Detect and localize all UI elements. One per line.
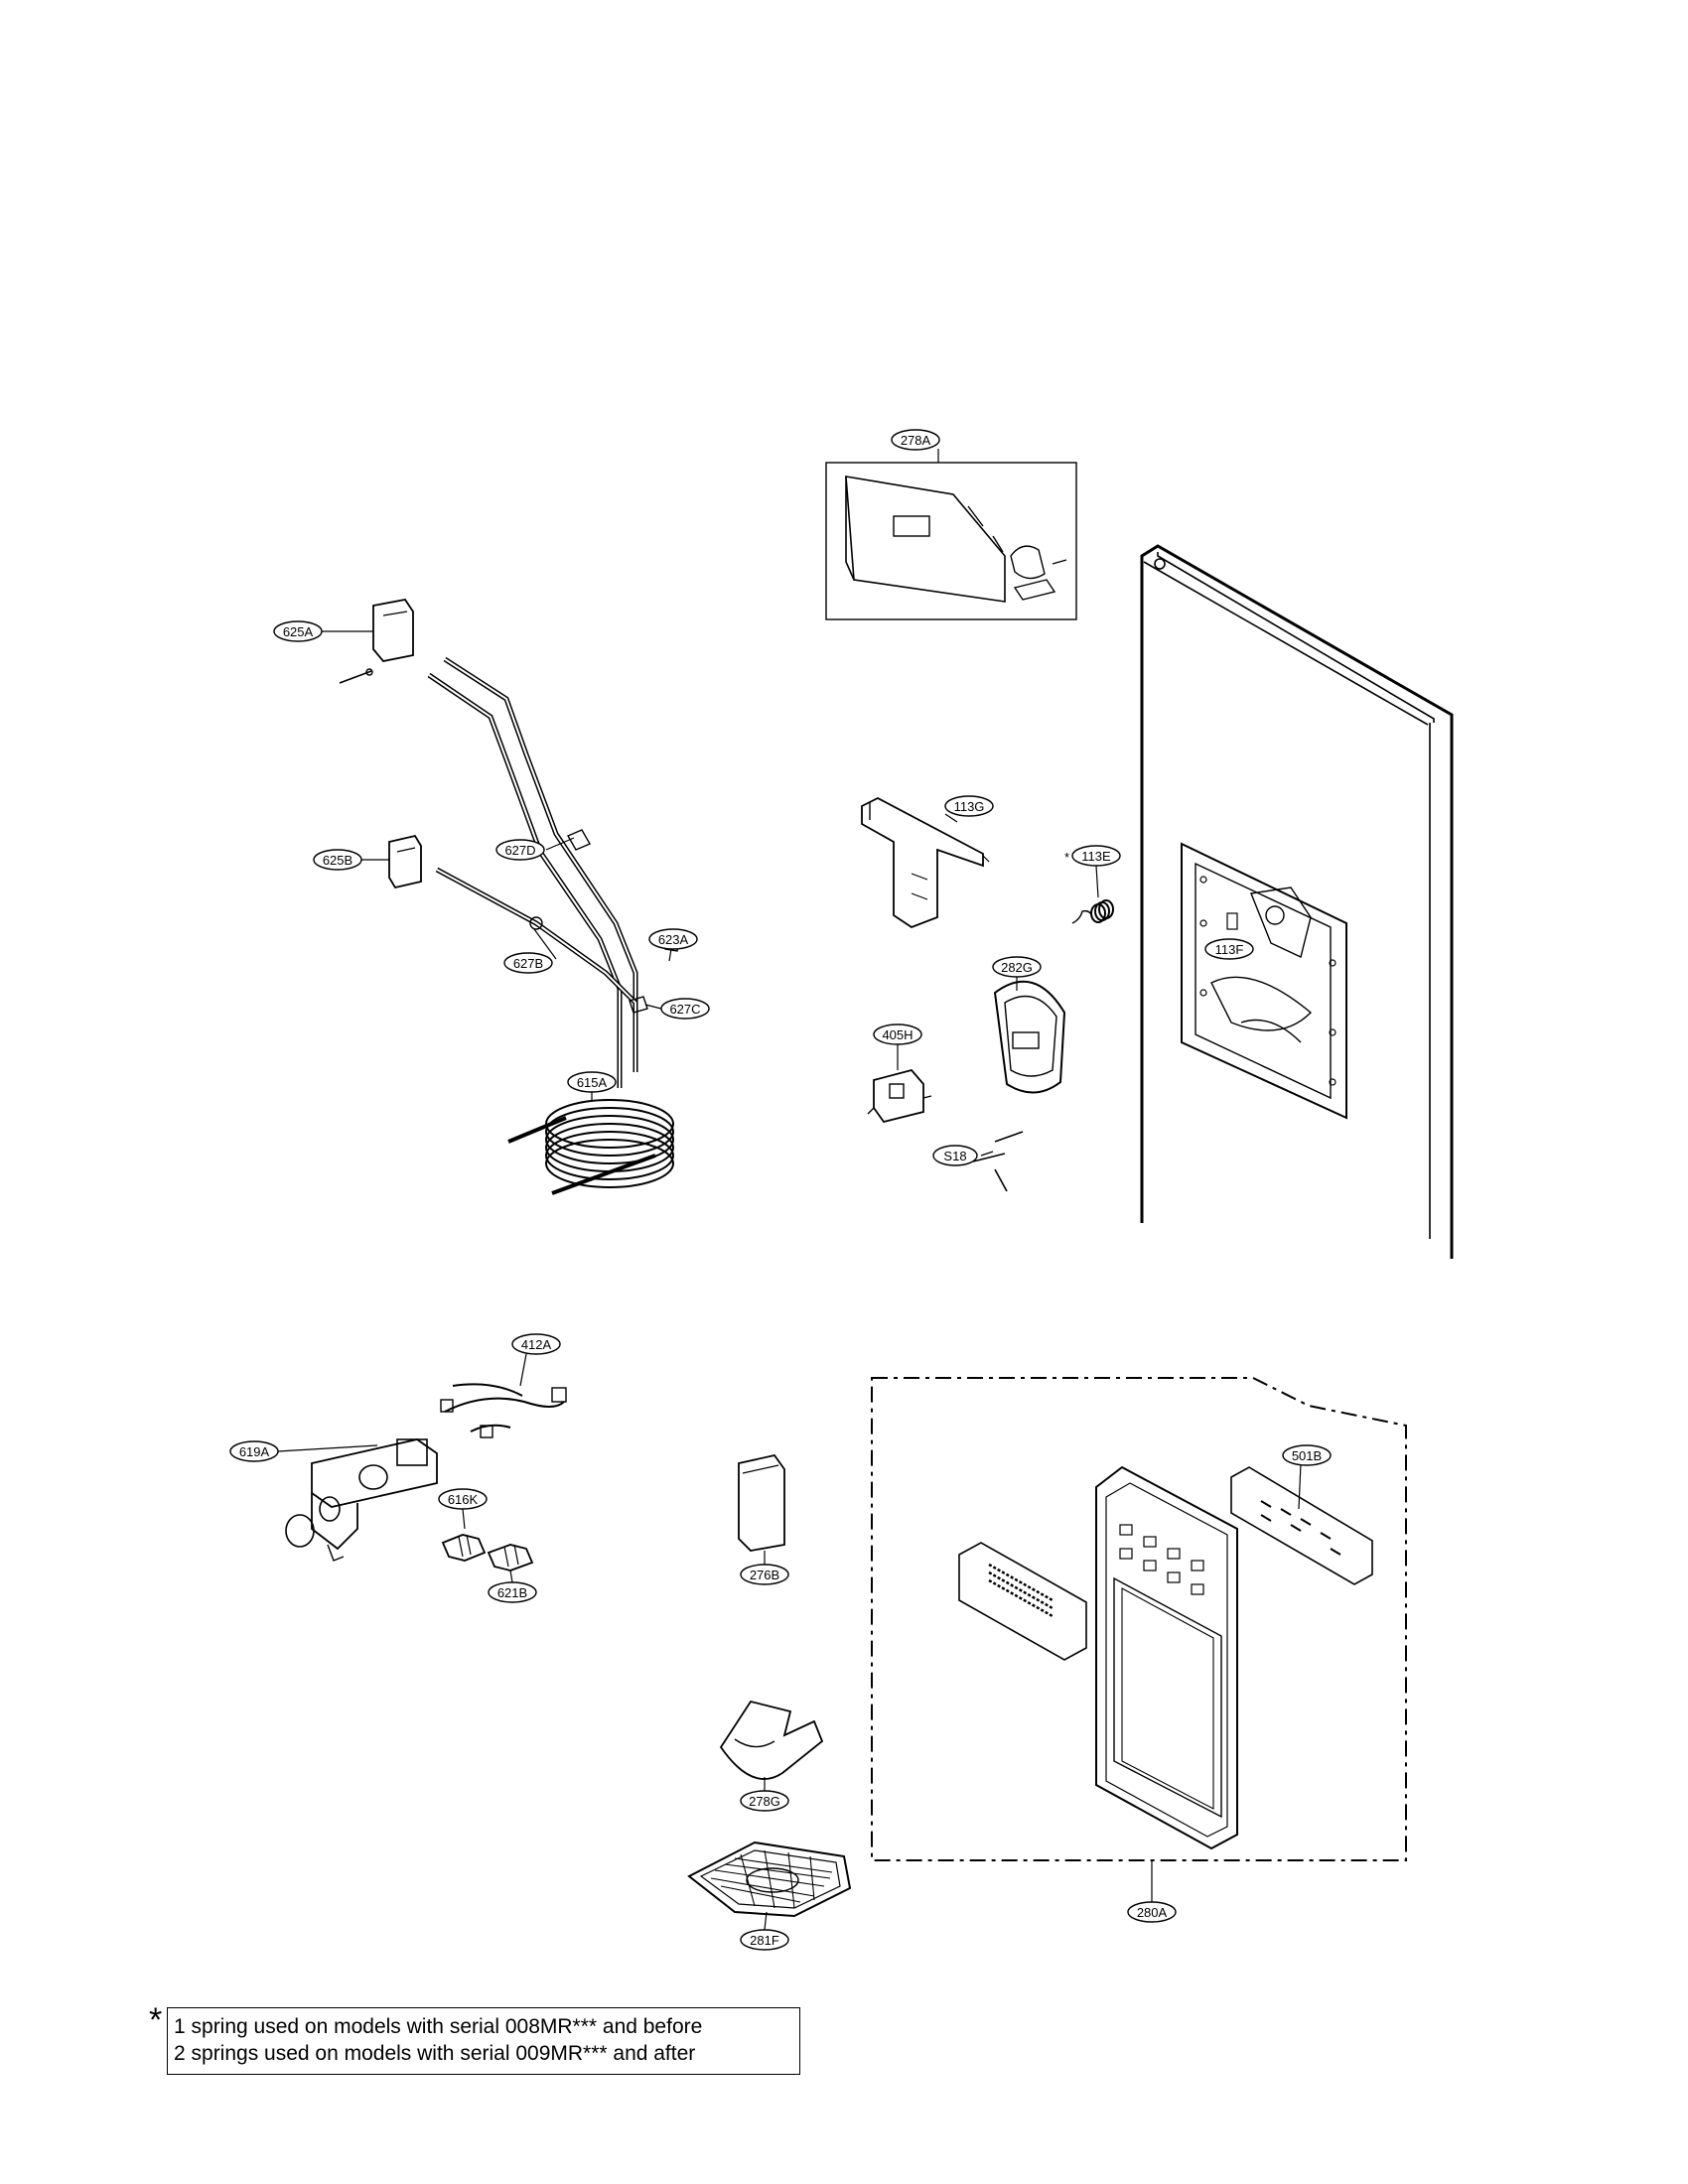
part-278G-drawing bbox=[719, 1700, 824, 1791]
svg-text:278G: 278G bbox=[749, 1794, 780, 1809]
svg-text:405H: 405H bbox=[882, 1027, 913, 1042]
part-278A-drawing bbox=[825, 449, 1077, 620]
callout-501B: 501B bbox=[1282, 1444, 1332, 1466]
callout-281F: 281F bbox=[740, 1929, 789, 1951]
part-621B-fitting bbox=[487, 1544, 534, 1583]
part-625B-drawing bbox=[359, 834, 422, 889]
assembly-280A-box bbox=[871, 1377, 1407, 1902]
callout-S18: S18 bbox=[932, 1145, 978, 1166]
callout-280A: 280A bbox=[1127, 1901, 1177, 1923]
callout-625B: 625B bbox=[313, 849, 362, 871]
svg-text:113F: 113F bbox=[1215, 942, 1244, 957]
svg-text:S18: S18 bbox=[943, 1149, 966, 1163]
svg-text:*: * bbox=[1064, 850, 1069, 865]
svg-text:281F: 281F bbox=[750, 1933, 779, 1948]
door-outline bbox=[1140, 544, 1454, 1259]
part-113G-drawing bbox=[861, 796, 990, 929]
svg-text:282G: 282G bbox=[1001, 960, 1033, 975]
callout-113G: 113G bbox=[944, 795, 994, 817]
footnote-line-1: 1 spring used on models with serial 008M… bbox=[174, 2015, 703, 2038]
svg-text:616K: 616K bbox=[448, 1492, 479, 1507]
svg-text:619A: 619A bbox=[239, 1444, 270, 1459]
callout-278G: 278G bbox=[740, 1790, 789, 1812]
callout-282G: 282G bbox=[992, 956, 1042, 978]
callout-623A: 623A bbox=[648, 928, 698, 950]
callout-616K: 616K bbox=[438, 1488, 488, 1510]
svg-text:627B: 627B bbox=[513, 956, 543, 971]
svg-text:623A: 623A bbox=[658, 932, 689, 947]
svg-text:625A: 625A bbox=[283, 624, 314, 639]
callout-113E: * 113E bbox=[1064, 845, 1121, 867]
callout-405H: 405H bbox=[873, 1024, 922, 1045]
tube-bundle bbox=[427, 656, 680, 1088]
part-282G-drawing bbox=[993, 977, 1066, 1094]
svg-text:615A: 615A bbox=[577, 1075, 608, 1090]
svg-text:278A: 278A bbox=[901, 433, 931, 448]
part-615A-coil bbox=[507, 1092, 674, 1195]
callout-412A: 412A bbox=[511, 1333, 561, 1355]
note-asterisk: * bbox=[149, 2001, 163, 2039]
callout-113F: 113F bbox=[1204, 938, 1254, 960]
part-281F-grille bbox=[687, 1841, 852, 1931]
svg-text:627D: 627D bbox=[504, 843, 535, 858]
callout-627B: 627B bbox=[503, 952, 553, 974]
svg-text:625B: 625B bbox=[323, 853, 352, 868]
svg-text:621B: 621B bbox=[497, 1585, 527, 1600]
svg-text:501B: 501B bbox=[1292, 1448, 1322, 1463]
callout-625A: 625A bbox=[273, 620, 323, 642]
svg-text:113E: 113E bbox=[1081, 849, 1111, 864]
svg-text:627C: 627C bbox=[669, 1002, 700, 1017]
part-113E-spring bbox=[1071, 865, 1114, 924]
part-S18-screws bbox=[972, 1131, 1024, 1192]
footnote-line-2: 2 springs used on models with serial 009… bbox=[174, 2042, 696, 2065]
part-616K-fitting bbox=[441, 1508, 487, 1562]
callout-627C: 627C bbox=[660, 998, 710, 1020]
part-412A-harness bbox=[440, 1353, 567, 1438]
spring-footnote-box: 1 spring used on models with serial 008M… bbox=[167, 2007, 800, 2075]
part-625A-drawing bbox=[320, 599, 414, 684]
callout-619A: 619A bbox=[229, 1440, 279, 1462]
part-405H-drawing bbox=[867, 1044, 932, 1124]
callout-278A: 278A bbox=[891, 429, 940, 451]
part-619A-valve bbox=[277, 1438, 438, 1562]
callout-621B: 621B bbox=[488, 1581, 537, 1603]
part-276B-drawing bbox=[738, 1453, 785, 1565]
svg-text:276B: 276B bbox=[750, 1568, 779, 1582]
callout-627D: 627D bbox=[495, 839, 545, 861]
svg-text:113G: 113G bbox=[954, 799, 985, 814]
callout-276B: 276B bbox=[740, 1564, 789, 1585]
callout-615A: 615A bbox=[567, 1071, 617, 1093]
svg-text:412A: 412A bbox=[521, 1337, 552, 1352]
svg-text:280A: 280A bbox=[1137, 1905, 1168, 1920]
